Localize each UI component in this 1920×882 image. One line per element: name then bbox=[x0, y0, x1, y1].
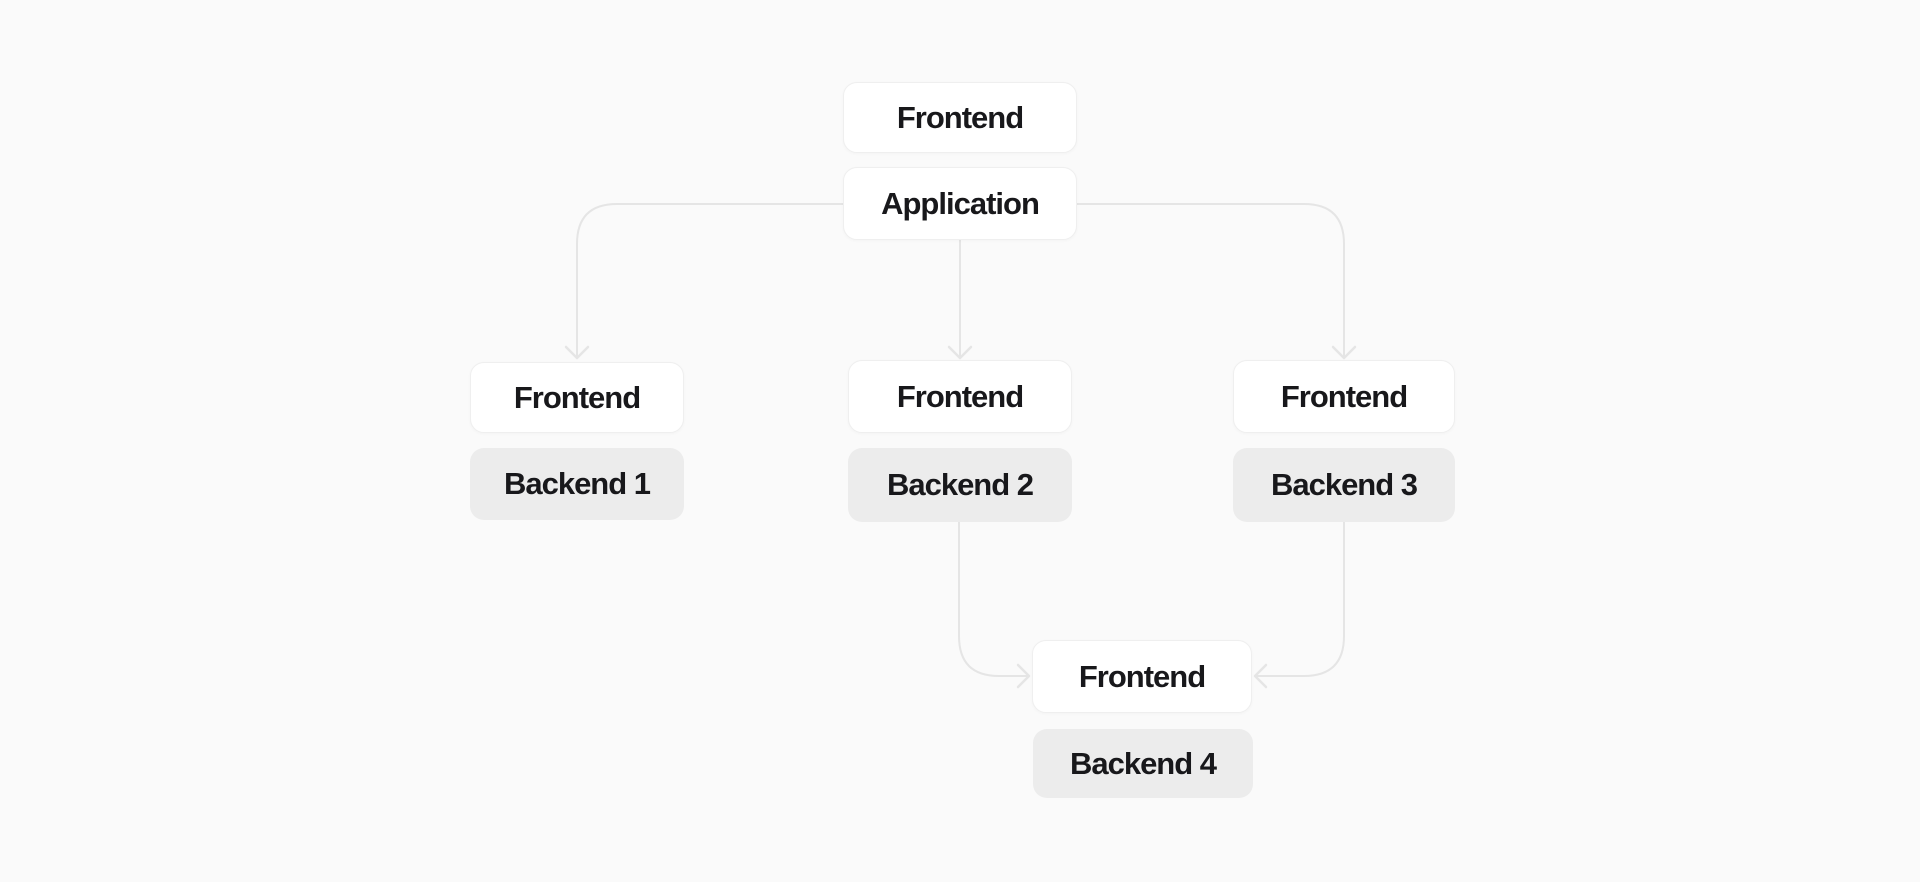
node-backend-3[interactable]: Backend 3 bbox=[1233, 448, 1455, 522]
edge-application-to-frontend-right bbox=[1076, 203, 1357, 360]
edge-backend-2-to-frontend-bottom-arrowhead-icon bbox=[1016, 663, 1031, 689]
node-frontend-left-label: Frontend bbox=[513, 379, 641, 415]
node-frontend-middle[interactable]: Frontend bbox=[848, 360, 1072, 433]
node-backend-3-label: Backend 3 bbox=[1270, 467, 1418, 502]
node-frontend-left[interactable]: Frontend bbox=[470, 362, 684, 433]
node-application-label: Application bbox=[881, 185, 1040, 221]
edge-backend-3-to-frontend-bottom-arrowhead-icon bbox=[1253, 663, 1268, 689]
edge-application-to-frontend-right-line bbox=[1076, 203, 1345, 358]
edge-backend-2-to-frontend-bottom bbox=[958, 521, 1031, 689]
node-backend-4-label: Backend 4 bbox=[1069, 745, 1217, 781]
edge-application-to-frontend-left-line bbox=[576, 203, 844, 358]
edge-backend-3-to-frontend-bottom-line bbox=[1255, 521, 1345, 677]
edge-application-to-frontend-middle bbox=[947, 239, 973, 360]
edge-backend-3-to-frontend-bottom bbox=[1253, 521, 1345, 689]
node-frontend-right-label: Frontend bbox=[1280, 378, 1408, 414]
node-frontend-middle-label: Frontend bbox=[896, 378, 1024, 414]
node-backend-4[interactable]: Backend 4 bbox=[1033, 729, 1253, 798]
node-frontend-top-label: Frontend bbox=[896, 99, 1024, 135]
node-frontend-bottom[interactable]: Frontend bbox=[1032, 640, 1252, 713]
node-frontend-right[interactable]: Frontend bbox=[1233, 360, 1455, 433]
node-backend-2-label: Backend 2 bbox=[886, 467, 1034, 502]
edge-application-to-frontend-left-arrowhead-icon bbox=[564, 345, 590, 360]
edge-application-to-frontend-middle-arrowhead-icon bbox=[947, 345, 973, 360]
node-backend-1[interactable]: Backend 1 bbox=[470, 448, 684, 520]
edge-backend-2-to-frontend-bottom-line bbox=[958, 521, 1029, 677]
node-backend-1-label: Backend 1 bbox=[503, 466, 651, 501]
node-backend-2[interactable]: Backend 2 bbox=[848, 448, 1072, 522]
node-application[interactable]: Application bbox=[843, 167, 1077, 240]
node-frontend-bottom-label: Frontend bbox=[1078, 658, 1206, 694]
node-frontend-top[interactable]: Frontend bbox=[843, 82, 1077, 153]
edge-application-to-frontend-left bbox=[564, 203, 844, 360]
edge-application-to-frontend-right-arrowhead-icon bbox=[1331, 345, 1357, 360]
